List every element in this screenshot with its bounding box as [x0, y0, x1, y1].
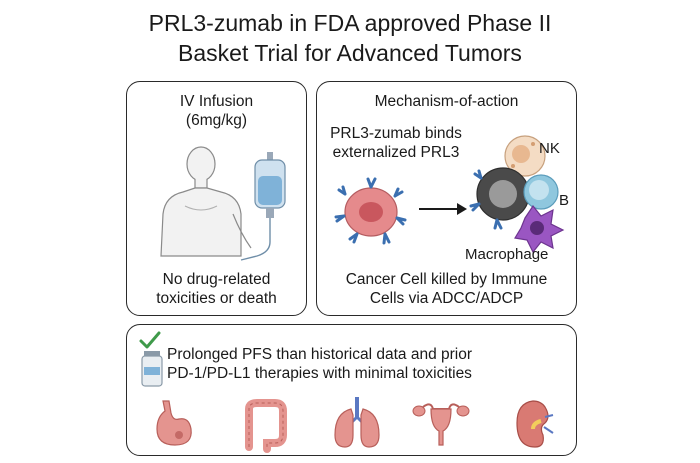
arrow-right-icon: [419, 203, 467, 215]
clinical-outcome-panel: Prolonged PFS than historical data and p…: [126, 324, 577, 456]
title-line-2: Basket Trial for Advanced Tumors: [178, 40, 522, 66]
uterus-icon: [412, 403, 470, 446]
macrophage-icon: [514, 204, 565, 254]
b-cell-label: B: [559, 192, 570, 209]
nk-cell-icon: [504, 135, 546, 177]
lungs-icon: [334, 397, 380, 448]
iv-infusion-heading: IV Infusion (6mg/kg): [127, 92, 306, 130]
mechanism-outcome: Cancer Cell killed by Immune Cells via A…: [317, 270, 576, 308]
pfs-outcome: Prolonged PFS than historical data and p…: [167, 345, 567, 383]
pfs-line-2: PD-1/PD-L1 therapies with minimal toxici…: [167, 365, 472, 382]
iv-infusion-label: IV Infusion: [179, 93, 254, 110]
mechanism-line-1: Cancer Cell killed by Immune: [345, 271, 548, 288]
b-cell-icon: [523, 174, 559, 210]
title-line-1: PRL3-zumab in FDA approved Phase II: [148, 10, 552, 36]
vial-checkmark-icon: [139, 331, 163, 387]
mechanism-heading: Mechanism-of-action: [374, 93, 519, 110]
toxicity-line-1: No drug-related: [162, 271, 271, 288]
macrophage-label: Macrophage: [465, 246, 549, 263]
cancer-cell-icon: [334, 177, 407, 245]
stomach-icon: [156, 400, 192, 446]
toxicity-line-2: toxicities or death: [156, 290, 277, 307]
iv-bag-icon: [240, 152, 286, 261]
patient-figure-icon: [160, 146, 252, 257]
iv-infusion-panel: IV Infusion (6mg/kg) No drug-related tox…: [126, 81, 307, 316]
binding-description: PRL3-zumab binds externalized PRL3: [321, 124, 471, 162]
nk-cell-label: NK: [539, 140, 560, 157]
binding-line-2: externalized PRL3: [332, 144, 460, 161]
mechanism-line-2: Cells via ADCC/ADCP: [369, 290, 524, 307]
colon-icon: [245, 399, 287, 453]
pfs-line-1: Prolonged PFS than historical data and p…: [167, 346, 473, 363]
diagram-title: PRL3-zumab in FDA approved Phase II Bask…: [0, 8, 700, 68]
immune-cell-cluster: [469, 135, 565, 254]
binding-line-1: PRL3-zumab binds: [330, 125, 462, 142]
kidney-icon: [516, 400, 554, 448]
mechanism-panel: Mechanism-of-action PRL3-zumab binds ext…: [316, 81, 577, 316]
toxicity-outcome: No drug-related toxicities or death: [127, 270, 306, 308]
dose-label: (6mg/kg): [185, 112, 248, 129]
